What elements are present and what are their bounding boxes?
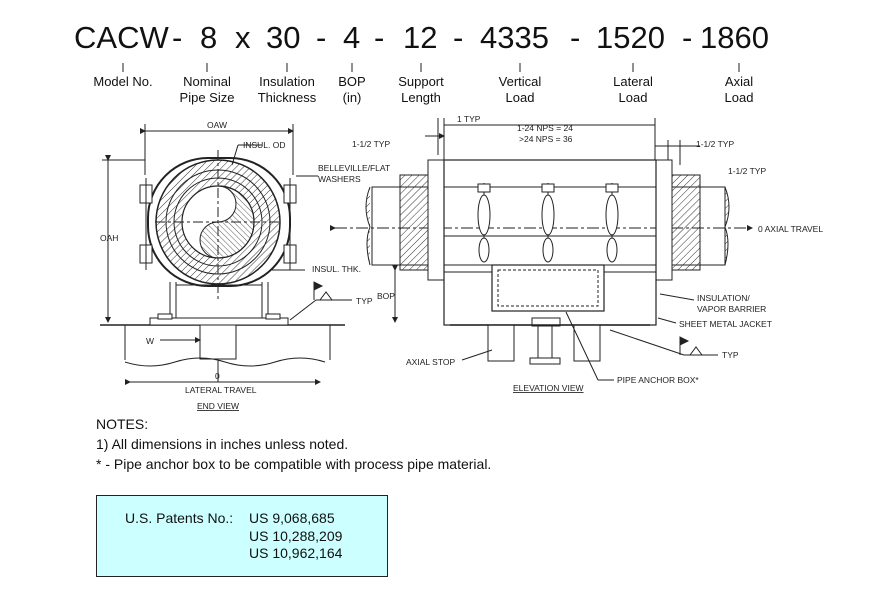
end-view [100,124,352,385]
code-pipe-size: 8 [200,20,218,55]
notes: NOTES: 1) All dimensions in inches unles… [96,414,491,474]
patent-3: US 10,962,164 [249,545,343,561]
washers-label-1: BELLEVILLE/FLAT [318,163,390,173]
washers-label-2: WASHERS [318,174,361,184]
nps-label-2: >24 NPS = 36 [519,134,573,144]
typ-label-elev: TYP [722,350,739,360]
code-dash: - [316,20,327,55]
elevation-view-title: ELEVATION VIEW [513,383,584,393]
lateral-travel-label: LATERAL TRAVEL [185,385,257,395]
code-lateral-load: 1520 [596,20,665,55]
axial-stop-label: AXIAL STOP [406,357,455,367]
insul-thk-label: INSUL. THK. [312,264,361,274]
code-dash: - [374,20,385,55]
left-typ-label: 1-1/2 TYP [352,139,390,149]
typ-label-end: TYP [356,296,373,306]
insulation-label-2: VAPOR BARRIER [697,304,766,314]
one-typ-label: 1 TYP [457,114,481,124]
right-typ-label-1: 1-1/2 TYP [696,139,734,149]
code-dash: - [453,20,464,55]
code-support-length: 12 [403,20,438,55]
code-dash: - [682,20,693,55]
code-x: x [235,20,251,55]
insul-od-label: INSUL. OD [243,140,286,150]
code-axial-load: 1860 [700,20,769,55]
note-2: * - Pipe anchor box to be compatible wit… [96,456,492,472]
patents-box: U.S. Patents No.: US 9,068,685 US 10,288… [96,495,388,577]
bop-label-end: BOP [377,291,395,301]
code-vertical-load: 4335 [480,20,549,55]
oah-label: OAH [100,233,118,243]
code-model: CACW [74,20,169,55]
zero-lateral-label: 0 [215,371,220,381]
technical-drawing: OAW INSUL. OD BELLEVILLE/FLAT WASHERS OA… [100,114,823,411]
end-view-title: END VIEW [197,401,239,411]
elevation-bolts [477,183,619,263]
patent-1: US 9,068,685 [249,510,335,526]
anchor-box-label: PIPE ANCHOR BOX* [617,375,699,385]
nps-label-1: 1-24 NPS = 24 [517,123,573,133]
w-label: W [146,336,154,346]
right-typ-label-2: 1-1/2 TYP [728,166,766,176]
label-model-no: Model No. [93,74,153,89]
oaw-label: OAW [207,120,227,130]
patent-2: US 10,288,209 [249,528,343,544]
axial-travel-label: 0 AXIAL TRAVEL [758,224,823,234]
label-bop: BOP(in) [338,74,366,105]
code-dash: - [172,20,183,55]
code-bop: 4 [343,20,361,55]
patents-label: U.S. Patents No.: [125,510,234,526]
note-1: 1) All dimensions in inches unless noted… [96,436,349,452]
insulation-label-1: INSULATION/ [697,293,750,303]
jacket-label: SHEET METAL JACKET [679,319,772,329]
code-insulation: 30 [266,20,301,55]
code-dash: - [570,20,581,55]
code-tick-lines [122,63,740,72]
elevation-view [330,118,753,381]
notes-heading: NOTES: [96,416,149,432]
